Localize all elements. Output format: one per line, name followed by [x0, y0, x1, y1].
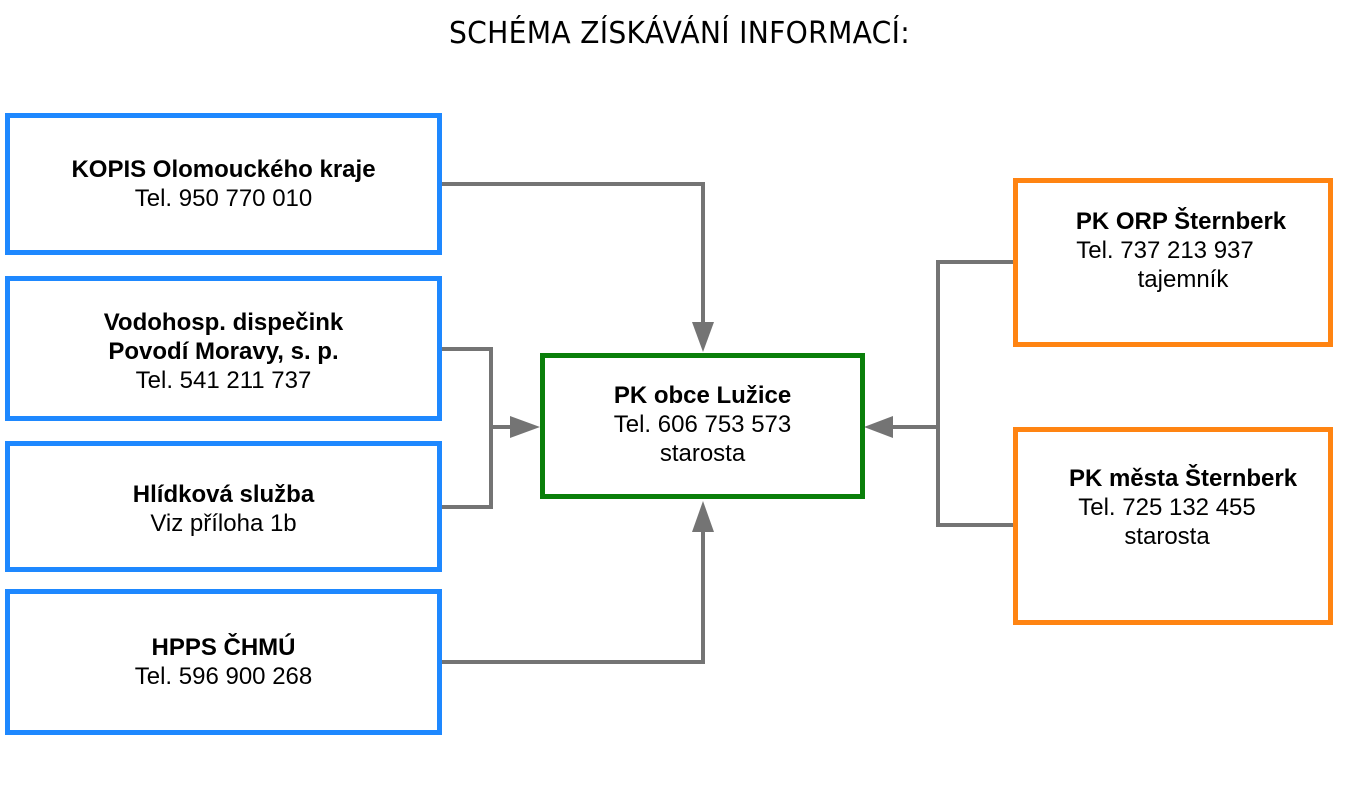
arrowhead-bottom — [692, 501, 714, 532]
node-kopis-phone: Tel. 950 770 010 — [134, 185, 313, 212]
node-mesta: PK města Šternberk Tel. 725 132 455 star… — [1013, 427, 1333, 625]
edge-vodohosp-to-center — [442, 347, 493, 427]
node-kopis: KOPIS Olomouckého kraje Tel. 950 770 010 — [5, 113, 442, 255]
diagram-title: SCHÉMA ZÍSKÁVÁNÍ INFORMACÍ: — [448, 16, 911, 51]
node-center-name: PK obce Lužice — [613, 381, 792, 409]
node-center: PK obce Lužice Tel. 606 753 573 starosta — [540, 353, 865, 499]
node-kopis-name: KOPIS Olomouckého kraje — [71, 156, 376, 183]
arrowhead-right — [864, 416, 893, 438]
edge-hpps-to-center — [442, 530, 705, 664]
node-mesta-phone: Tel. 725 132 455 — [1078, 493, 1256, 521]
node-center-role: starosta — [659, 439, 746, 467]
node-vodohosp-name-line1: Vodohosp. dispečink — [103, 309, 344, 336]
edge-mesta-to-center — [936, 427, 1013, 527]
node-center-phone: Tel. 606 753 573 — [613, 410, 792, 438]
node-vodohosp-phone: Tel. 541 211 737 — [135, 367, 312, 394]
arrowhead-left — [510, 416, 540, 438]
node-orp-role: tajemník — [1137, 266, 1229, 293]
edge-orp-to-center — [936, 260, 1013, 427]
node-orp-name: PK ORP Šternberk — [1075, 208, 1287, 235]
node-hpps-name: HPPS ČHMÚ — [151, 634, 296, 661]
node-mesta-role: starosta — [1124, 522, 1210, 550]
node-hpps-phone: Tel. 596 900 268 — [134, 663, 313, 690]
node-hlidkova-name: Hlídková služba — [132, 480, 315, 508]
node-hlidkova: Hlídková služba Viz příloha 1b — [5, 441, 442, 572]
arrowhead-top — [692, 322, 714, 352]
edge-hlidkova-to-center — [442, 427, 493, 509]
node-hlidkova-note: Viz příloha 1b — [150, 509, 297, 537]
node-vodohosp-name-line2: Povodí Moravy, s. p. — [108, 338, 339, 365]
node-mesta-name: PK města Šternberk — [1068, 464, 1298, 492]
node-hpps: HPPS ČHMÚ Tel. 596 900 268 — [5, 589, 442, 735]
node-orp-phone: Tel. 737 213 937 — [1076, 237, 1254, 264]
edge-kopis-to-center — [442, 182, 705, 324]
node-orp: PK ORP Šternberk Tel. 737 213 937 tajemn… — [1013, 178, 1333, 347]
node-vodohosp: Vodohosp. dispečink Povodí Moravy, s. p.… — [5, 276, 442, 421]
